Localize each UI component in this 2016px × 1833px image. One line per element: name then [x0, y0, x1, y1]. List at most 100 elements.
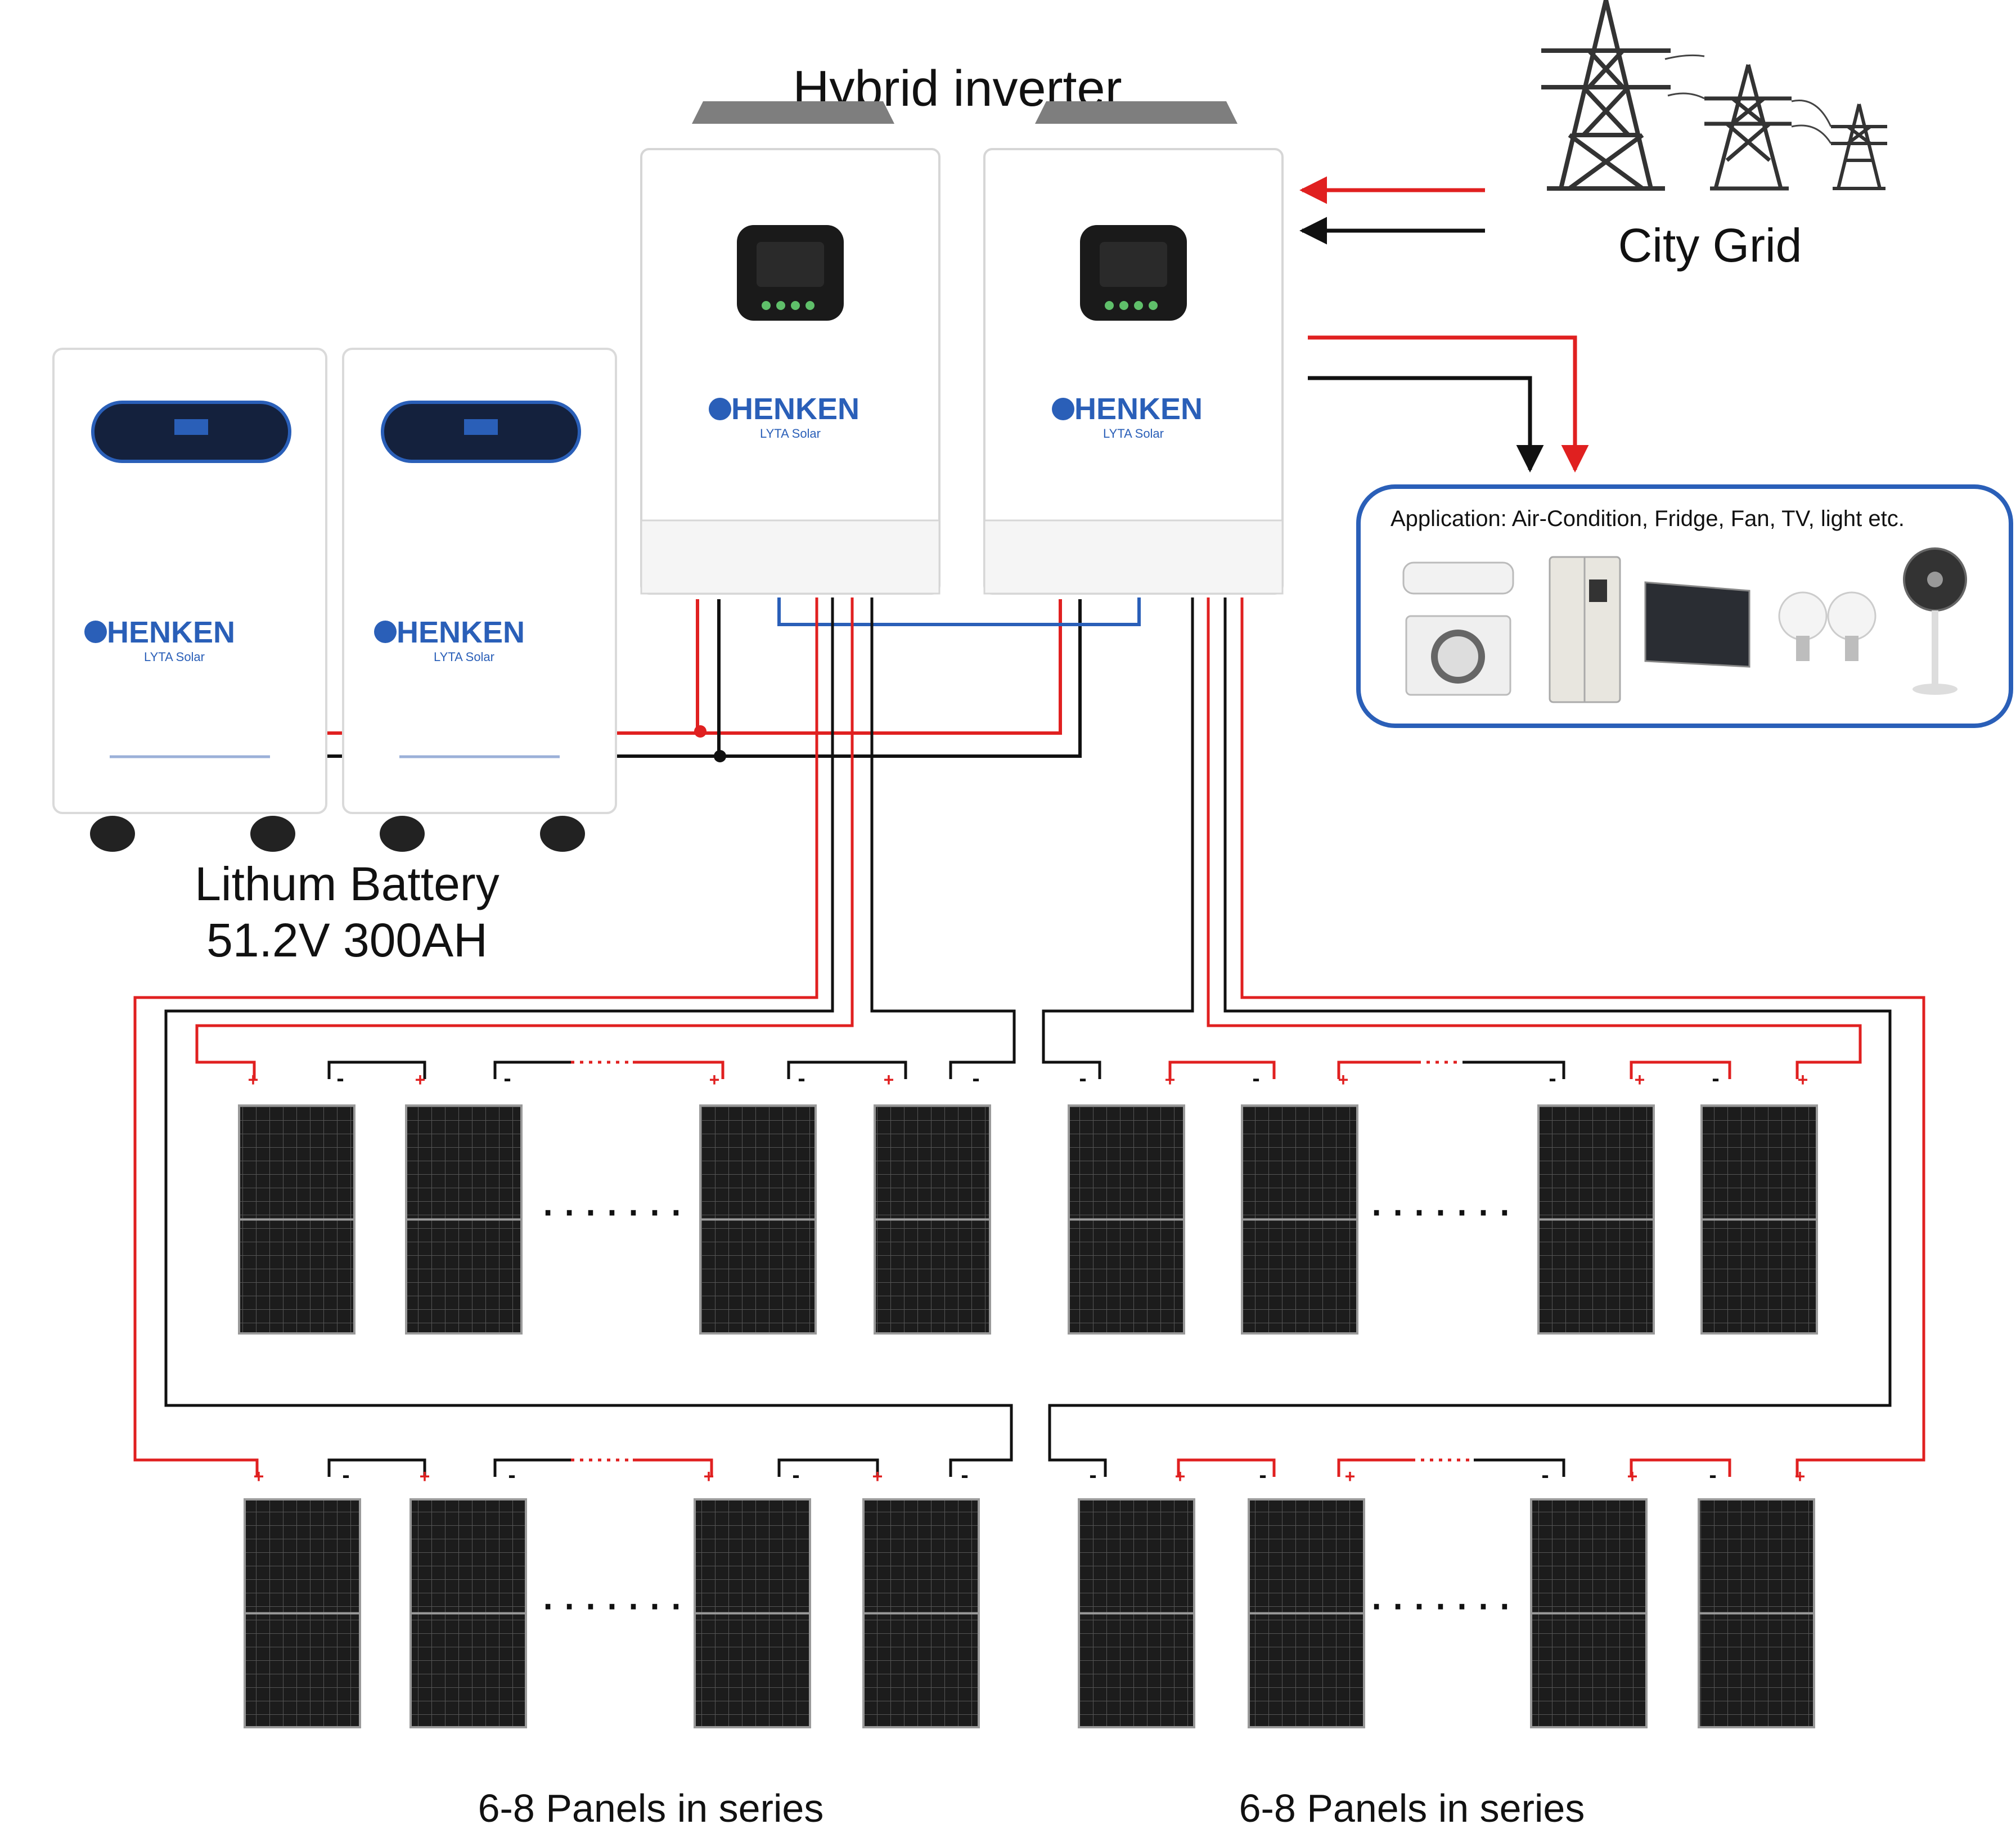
negative-terminal: - — [1079, 1066, 1086, 1091]
solar-panel-icon: -+ — [1078, 1463, 1195, 1728]
pv-lead-wire — [870, 597, 1016, 1079]
negative-terminal: - — [1259, 1463, 1266, 1488]
panel-ellipsis: ······· — [1368, 1575, 1518, 1632]
negative-terminal: - — [1712, 1066, 1719, 1091]
application-box: Application: Air-Condition, Fridge, Fan,… — [1356, 484, 2013, 728]
output-live-wire — [1308, 335, 1589, 473]
positive-terminal: + — [415, 1070, 426, 1090]
negative-terminal: - — [336, 1066, 344, 1091]
transmission-tower-icon — [1704, 64, 1792, 191]
positive-terminal: + — [1795, 1466, 1806, 1486]
positive-terminal: + — [1175, 1466, 1186, 1486]
solar-panel-icon: -+ — [1698, 1463, 1815, 1728]
brand-sub: LYTA Solar — [1103, 426, 1164, 441]
inverter-icon: HENKEN LYTA Solar — [983, 101, 1284, 595]
brand-sub: LYTA Solar — [144, 650, 205, 664]
panel-ellipsis: ······· — [1368, 1181, 1518, 1238]
solar-panel-icon: +- — [699, 1066, 817, 1335]
solar-panel-icon: -+ — [1241, 1066, 1358, 1335]
solar-panel-icon: -+ — [1068, 1066, 1185, 1335]
positive-terminal: + — [1798, 1070, 1808, 1090]
positive-terminal: + — [1627, 1466, 1638, 1486]
panel-ellipsis: ······· — [539, 1575, 689, 1632]
negative-terminal: - — [1709, 1463, 1716, 1488]
negative-terminal: - — [792, 1463, 799, 1488]
brand-name: HENKEN — [107, 616, 235, 649]
transmission-tower-icon — [1831, 104, 1887, 190]
pv-lead-wire — [133, 597, 818, 1477]
negative-terminal: - — [342, 1463, 349, 1488]
positive-terminal: + — [704, 1466, 714, 1486]
positive-terminal: + — [1338, 1070, 1349, 1090]
pv-lead-wire — [164, 597, 1013, 1477]
panel-ellipsis: ······· — [539, 1181, 689, 1238]
solar-panel-icon: +- — [874, 1066, 991, 1335]
solar-array: +-+-+-+--+-+-+-++-+-+-+--+-+-+-+ — [238, 1066, 1818, 1728]
light-bulb-icon — [1778, 591, 1828, 661]
positive-terminal: + — [1165, 1070, 1176, 1090]
solar-panel-icon: -+ — [1537, 1066, 1655, 1335]
solar-panel-icon: +- — [244, 1463, 361, 1728]
positive-terminal: + — [872, 1466, 883, 1486]
negative-terminal: - — [1549, 1066, 1556, 1091]
batteries: HENKEN LYTA Solar HENKEN LYTA Solar — [52, 348, 617, 852]
parallel-link-wire — [777, 597, 1141, 626]
series-label-left: 6-8 Panels in series — [478, 1786, 824, 1830]
solar-panel-icon: +- — [405, 1066, 523, 1335]
tv-icon — [1644, 581, 1750, 668]
negative-terminal: - — [972, 1066, 979, 1091]
positive-terminal: + — [709, 1070, 720, 1090]
solar-panel-icon: -+ — [1530, 1463, 1648, 1728]
light-bulb-icon — [1827, 591, 1876, 661]
inverter-icon: HENKEN LYTA Solar — [640, 101, 940, 595]
series-label-right: 6-8 Panels in series — [1239, 1786, 1585, 1830]
negative-terminal: - — [1252, 1066, 1259, 1091]
positive-terminal: + — [884, 1070, 894, 1090]
pv-lead-wire — [1240, 597, 1925, 1477]
positive-terminal: + — [254, 1466, 264, 1486]
wiring — [133, 176, 1925, 1477]
battery-label: Lithum Battery — [195, 857, 500, 910]
solar-panel-icon: -+ — [1248, 1463, 1365, 1728]
fan-icon — [1903, 547, 1967, 695]
brand-name: HENKEN — [731, 392, 860, 426]
positive-terminal: + — [1345, 1466, 1356, 1486]
transmission-tower-icon — [1541, 0, 1671, 191]
positive-terminal: + — [1635, 1070, 1645, 1090]
battery-icon: HENKEN LYTA Solar — [342, 348, 617, 852]
pv-lead-wire — [1048, 597, 1892, 1477]
fridge-icon — [1549, 556, 1621, 703]
grid-label: City Grid — [1618, 219, 1802, 272]
positive-terminal: + — [248, 1070, 259, 1090]
output-neutral-wire — [1308, 376, 1544, 473]
brand-name: HENKEN — [1074, 392, 1203, 426]
brand-name: HENKEN — [397, 616, 525, 649]
solar-panel-icon: +- — [694, 1463, 811, 1728]
negative-terminal: - — [1541, 1463, 1549, 1488]
negative-terminal: - — [798, 1066, 805, 1091]
series-links — [327, 1061, 1731, 1477]
junction-dot — [694, 725, 706, 738]
city-grid: City Grid — [1541, 0, 1887, 272]
battery-icon: HENKEN LYTA Solar — [52, 348, 327, 852]
solar-panel-icon: +- — [238, 1066, 356, 1335]
junction-dot — [714, 750, 726, 762]
brand-sub: LYTA Solar — [760, 426, 821, 441]
pv-lead-wire — [1207, 597, 1862, 1079]
hybrid-inverters: HENKEN LYTA Solar HENKEN LYTA Solar — [640, 101, 1284, 595]
battery-spec: 51.2V 300AH — [206, 914, 488, 967]
negative-terminal: - — [508, 1463, 515, 1488]
solar-panel-icon: +- — [862, 1463, 980, 1728]
application-label: Application: Air-Condition, Fridge, Fan,… — [1390, 506, 1905, 531]
solar-panel-icon: +- — [410, 1463, 527, 1728]
brand-sub: LYTA Solar — [434, 650, 494, 664]
air-conditioner-icon — [1402, 561, 1514, 696]
negative-terminal: - — [961, 1463, 968, 1488]
pv-lead-wire — [1042, 597, 1194, 1079]
positive-terminal: + — [420, 1466, 430, 1486]
pv-lead-wire — [195, 597, 854, 1079]
solar-panel-icon: -+ — [1700, 1066, 1818, 1335]
negative-terminal: - — [1089, 1463, 1096, 1488]
negative-terminal: - — [503, 1066, 511, 1091]
